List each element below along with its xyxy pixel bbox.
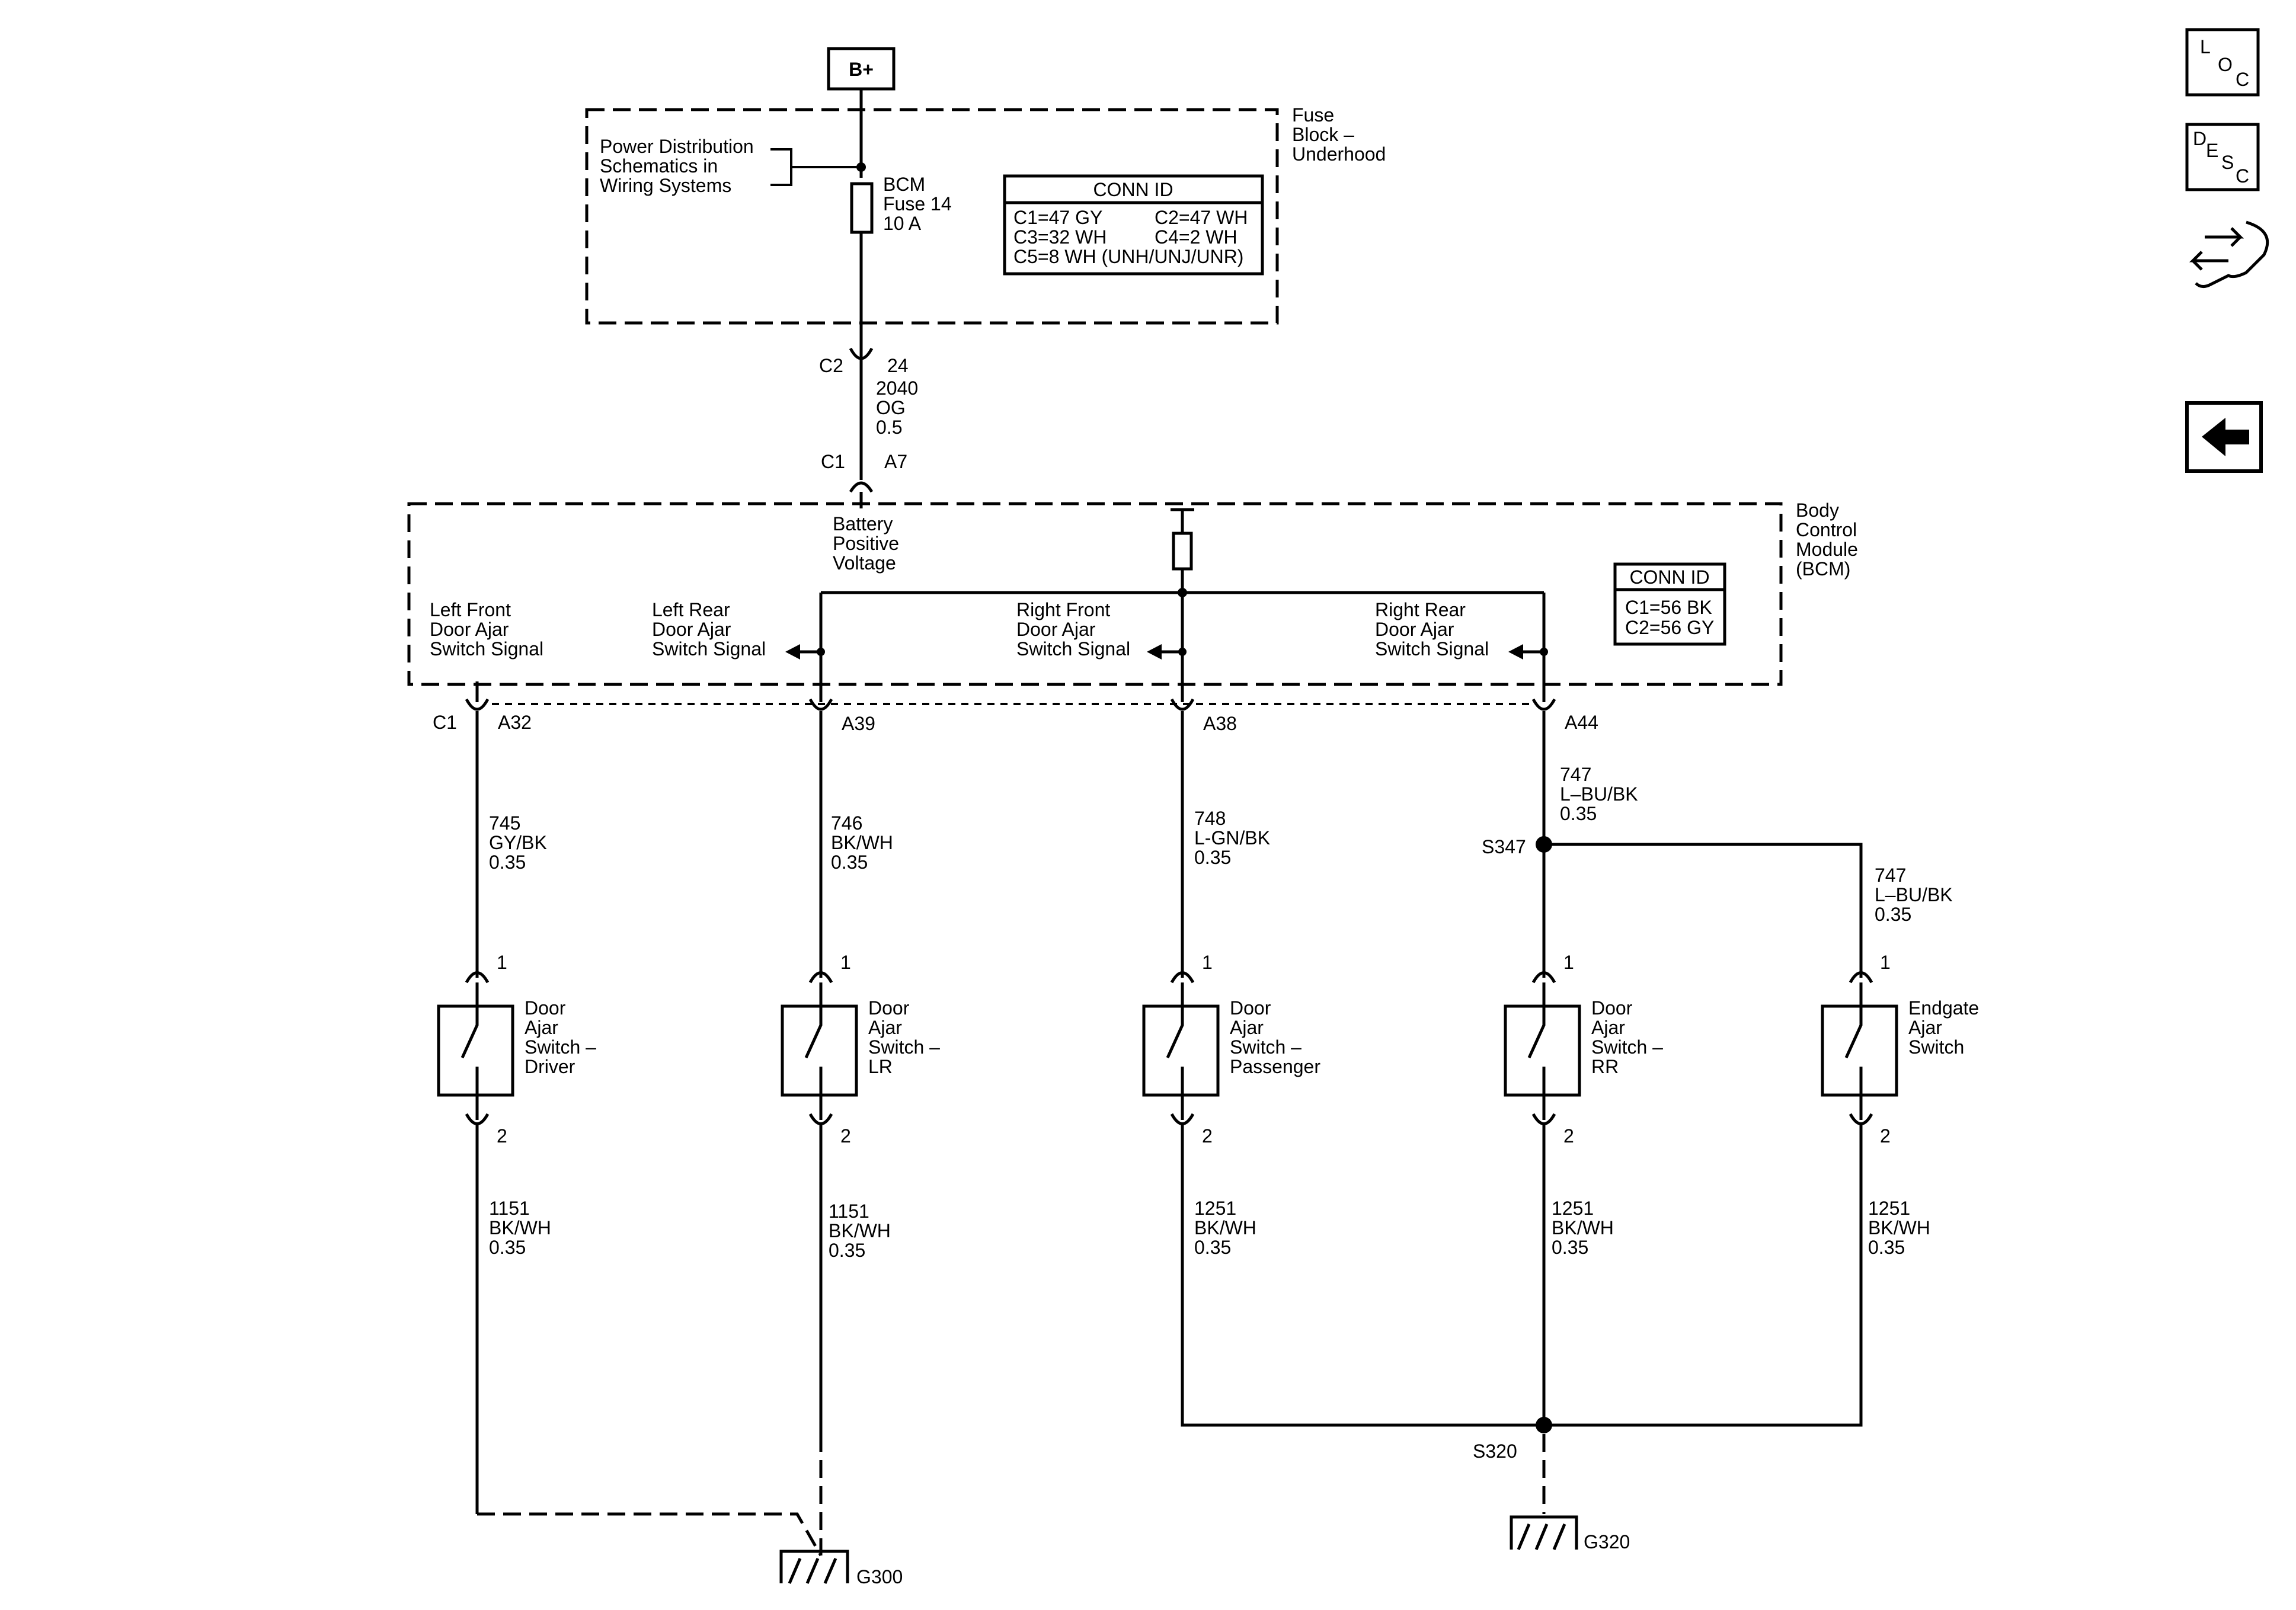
switch-rr-label: Door Ajar Switch – RR (1591, 997, 1668, 1077)
pin-a39: A39 (842, 713, 875, 734)
feed-wire-label: 24 2040 OG 0.5 (876, 355, 923, 438)
loc-button[interactable]: L O C (2185, 28, 2260, 97)
pin-a44: A44 (1565, 712, 1598, 733)
switch-driver-label: Door Ajar Switch – Driver (525, 997, 602, 1077)
signal-left-rear: Left Rear Door Ajar Switch Signal (652, 599, 766, 660)
svg-text:C: C (2236, 165, 2249, 187)
wire-747-a-label: 747 L–BU/BK 0.35 (1560, 764, 1643, 824)
wire-746-label: 746 BK/WH 0.35 (831, 812, 898, 873)
svg-text:1: 1 (1563, 952, 1574, 973)
pin-a7-label: A7 (884, 451, 907, 472)
switch-driver (437, 971, 514, 1125)
switch-pin-numbers: 1 2 1 2 1 2 1 2 1 2 (497, 952, 1891, 1147)
wrench-tool-icon[interactable] (2189, 220, 2269, 288)
ground-g300-label: G300 (856, 1566, 903, 1587)
pd-ref-bracket (770, 148, 861, 186)
svg-text:D: D (2193, 128, 2207, 149)
splice-s347 (1536, 836, 1552, 853)
wire-1151-lr-label: 1151 BK/WH 0.35 (829, 1201, 896, 1261)
splice-s347-label: S347 (1482, 836, 1526, 857)
svg-text:2: 2 (1202, 1125, 1213, 1147)
svg-text:E: E (2206, 140, 2218, 161)
bcm-label: Body Control Module (BCM) (1796, 500, 1863, 580)
wire-748-label: 748 L-GN/BK 0.35 (1194, 808, 1275, 868)
wire-747-b (1544, 843, 1863, 978)
conn-id-c1: C1=47 GY (1013, 207, 1102, 228)
bcm-fuse-14 (850, 182, 874, 234)
back-arrow-icon (2202, 418, 2249, 456)
pin-a32: A32 (498, 712, 532, 733)
bcm-conn-id-title: CONN ID (1629, 566, 1709, 588)
svg-text:2: 2 (840, 1125, 851, 1147)
bcm-conn-id-c2: C2=56 GY (1625, 617, 1714, 638)
fuse-block-conn-id-table (1003, 174, 1264, 276)
wire-1251-ground-bus (1181, 1123, 1863, 1427)
svg-text:1: 1 (840, 952, 851, 973)
svg-text:2: 2 (1880, 1125, 1891, 1147)
bcm-pin-connectors (465, 698, 1556, 711)
bcm-conn-c1-label: C1 (433, 712, 457, 733)
wire-1151-driver-label: 1151 BK/WH 0.35 (489, 1198, 557, 1258)
signal-left-front: Left Front Door Ajar Switch Signal (430, 599, 543, 660)
wire-745-label: 745 GY/BK 0.35 (489, 812, 552, 873)
splice-s320 (1536, 1417, 1552, 1433)
svg-text:2: 2 (497, 1125, 507, 1147)
wire-1251-passenger-label: 1251 BK/WH 0.35 (1194, 1198, 1262, 1258)
svg-text:1: 1 (497, 952, 507, 973)
wire-1251-endgate-label: 1251 BK/WH 0.35 (1868, 1198, 1936, 1258)
body-control-module (407, 502, 1783, 686)
svg-text:L: L (2200, 36, 2211, 57)
splice-s320-label: S320 (1473, 1441, 1517, 1462)
bcm-conn-id-table (1613, 562, 1726, 646)
svg-text:1: 1 (1202, 952, 1213, 973)
ground-g300-icon (779, 1550, 849, 1584)
pin-a38: A38 (1203, 713, 1237, 734)
ground-g320-label: G320 (1584, 1531, 1630, 1553)
conn-id-c4: C4=2 WH (1155, 226, 1237, 248)
wire-1251-rr-label: 1251 BK/WH 0.35 (1552, 1198, 1619, 1258)
wire-747-b-label: 747 L–BU/BK 0.35 (1875, 865, 1958, 925)
switch-lr-label: Door Ajar Switch – LR (868, 997, 945, 1077)
svg-text:C: C (2236, 69, 2249, 90)
bcm-internal-resistor (1172, 532, 1193, 571)
b-plus-label: B+ (849, 59, 874, 80)
fuse-block-underhood (585, 108, 1279, 325)
switch-passenger (1142, 971, 1220, 1125)
svg-text:1: 1 (1880, 952, 1891, 973)
signal-right-front: Right Front Door Ajar Switch Signal (1016, 599, 1130, 660)
switch-endgate (1821, 971, 1898, 1125)
switch-rr (1504, 971, 1581, 1125)
conn-id-c5: C5=8 WH (UNH/UNJ/UNR) (1013, 246, 1243, 267)
conn-id-c3: C3=32 WH (1013, 226, 1107, 248)
bcm-fuse-label: BCM Fuse 14 10 A (883, 174, 957, 234)
connector-c1-a7 (849, 481, 874, 493)
signal-arrows (785, 644, 1548, 660)
fuse-block-label: Fuse Block – Underhood (1292, 104, 1386, 165)
bcm-conn-id-c1: C1=56 BK (1625, 597, 1712, 618)
svg-text:S: S (2221, 152, 2234, 173)
conn-c2-label: C2 (819, 355, 843, 376)
power-distribution-ref[interactable]: Power Distribution Schematics in Wiring … (600, 136, 759, 196)
conn-id-c2: C2=47 WH (1155, 207, 1248, 228)
conn-id-title: CONN ID (1093, 179, 1173, 200)
battery-positive-voltage: Battery Positive Voltage (833, 513, 904, 574)
ground-g320-icon (1510, 1515, 1578, 1550)
switch-endgate-label: Endgate Ajar Switch (1908, 997, 1984, 1058)
switch-passenger-label: Door Ajar Switch – Passenger (1230, 997, 1320, 1077)
conn-c1-label: C1 (821, 451, 845, 472)
switch-lr (781, 971, 858, 1125)
wire-to-g300-dashed (477, 1512, 823, 1557)
signal-right-rear: Right Rear Door Ajar Switch Signal (1375, 599, 1489, 660)
desc-button[interactable]: D E S C (2185, 123, 2260, 191)
svg-text:O: O (2218, 54, 2233, 75)
svg-text:2: 2 (1563, 1125, 1574, 1147)
back-arrow-button[interactable] (2185, 401, 2263, 473)
